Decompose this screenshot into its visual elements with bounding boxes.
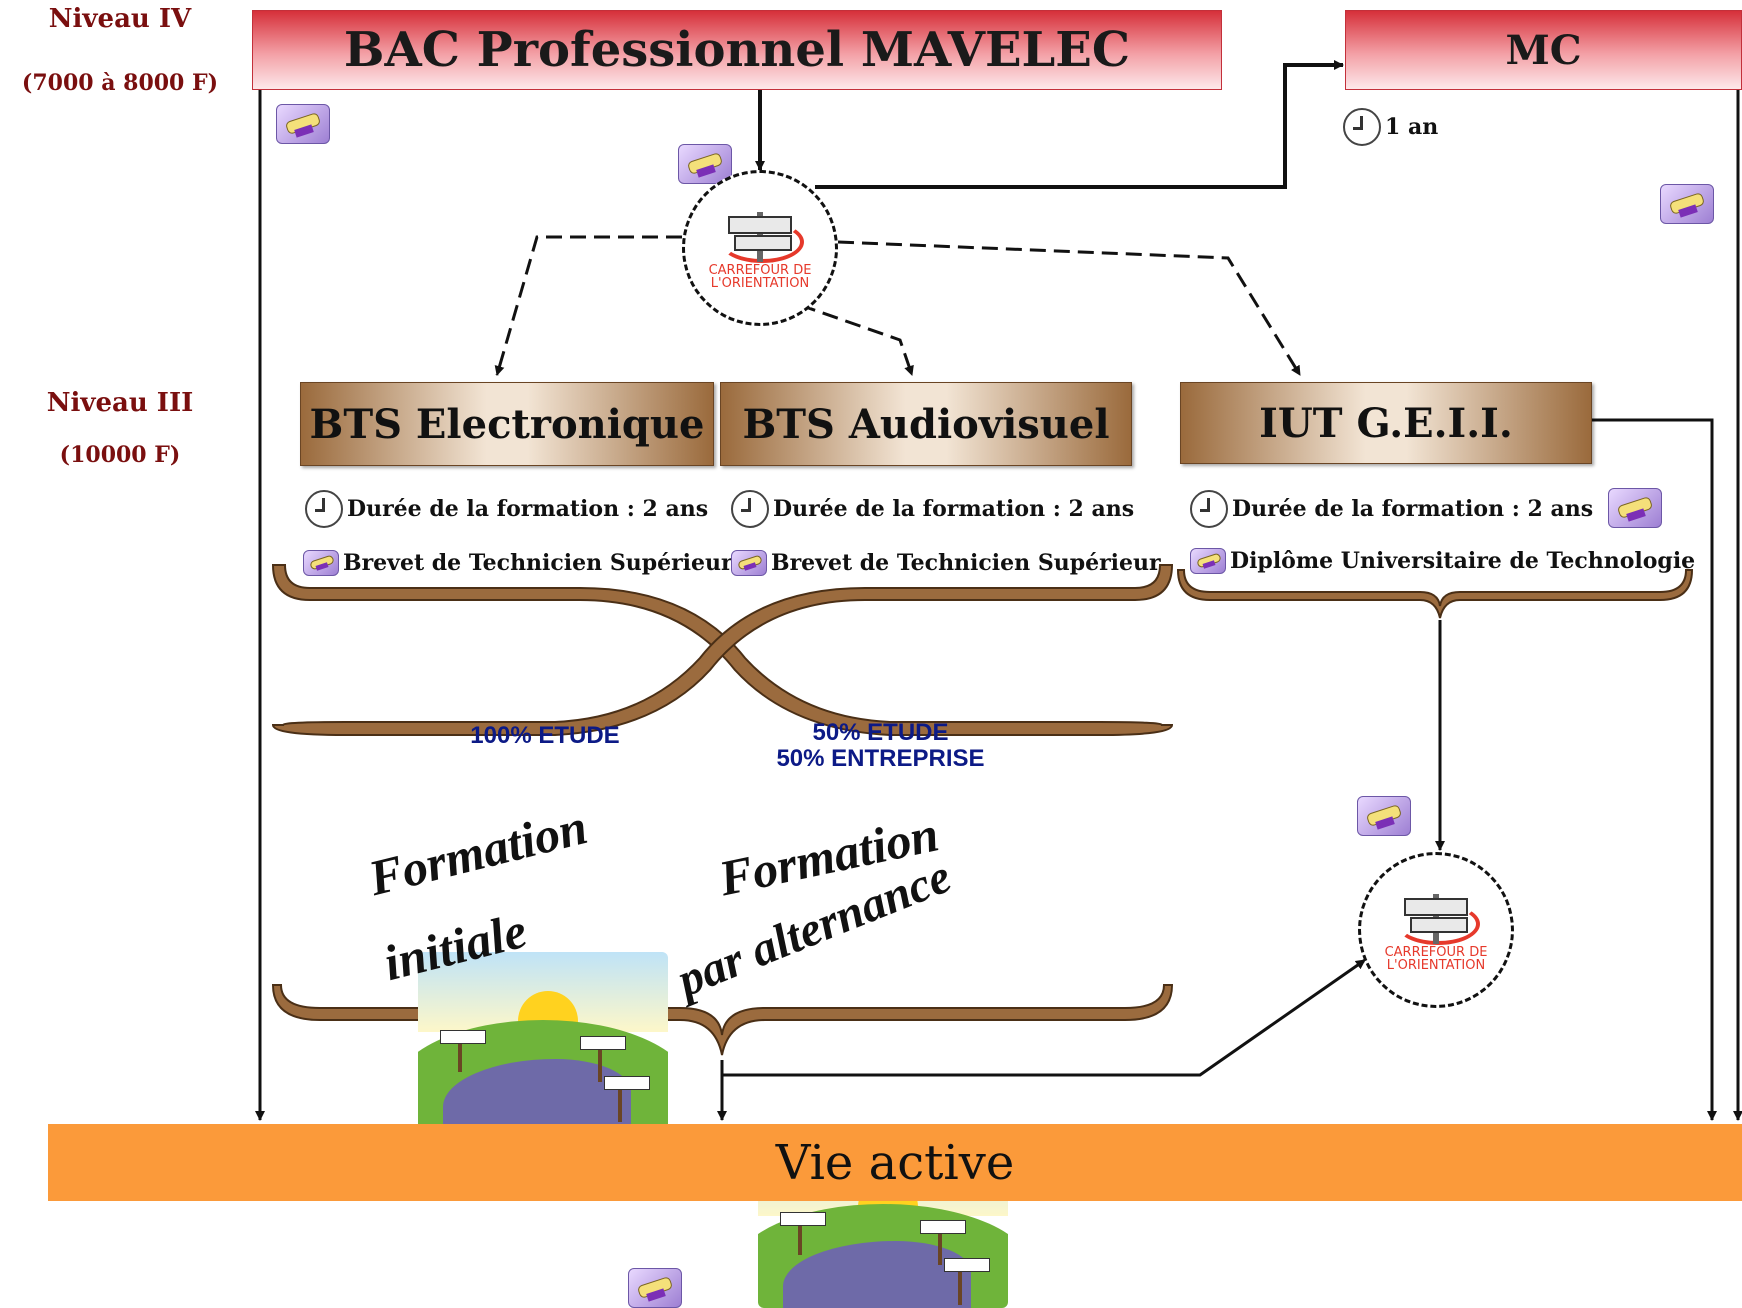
bts-elec-duration: Durée de la formation : 2 ans <box>305 490 708 528</box>
diploma-icon <box>1608 488 1662 528</box>
level-iv-salary: (7000 à 8000 F) <box>21 70 219 96</box>
diploma-icon <box>1660 184 1714 224</box>
clock-icon <box>305 490 343 528</box>
clock-icon <box>731 490 769 528</box>
bts-audio-duration: Durée de la formation : 2 ans <box>731 490 1134 528</box>
diploma-icon <box>303 550 339 576</box>
brace-bts-crossed <box>271 564 1174 736</box>
signpost-icon <box>1396 888 1480 946</box>
mc-box: MC <box>1345 10 1742 90</box>
dashed-carrefour-to-iut <box>837 240 1302 376</box>
level-iii-salary: (10000 F) <box>59 442 181 468</box>
carrefour-2-label-line1: CARREFOUR DE <box>1384 945 1488 960</box>
bts-audio-diploma-text: Brevet de Technicien Supérieur <box>771 550 1161 576</box>
diploma-icon <box>678 144 732 184</box>
formation-alternance-caption: 50% ETUDE 50% ENTREPRISE <box>748 720 1013 772</box>
iut-diploma-text: Diplôme Universitaire de Technologie <box>1230 548 1696 574</box>
diploma-icon <box>731 550 767 576</box>
bts-electronique-box: BTS Electronique <box>300 382 714 466</box>
brace-bts-bottom <box>271 984 1174 1056</box>
iut-duration-text: Durée de la formation : 2 ans <box>1232 496 1594 522</box>
signpost-icon <box>720 206 804 264</box>
clock-icon <box>1190 490 1228 528</box>
diploma-icon <box>276 104 330 144</box>
carrefour-label-line1: CARREFOUR DE <box>708 263 812 278</box>
bts-audio-duration-text: Durée de la formation : 2 ans <box>773 496 1135 522</box>
formation-initiale-caption: 100% ETUDE <box>470 722 620 749</box>
carrefour-2-label-line2: L'ORIENTATION <box>1386 958 1486 973</box>
level-iv-label: Niveau IV <box>48 4 192 34</box>
carrefour-orientation-2: CARREFOUR DE L'ORIENTATION <box>1358 852 1514 1008</box>
mc-duration-text: 1 an <box>1385 114 1439 140</box>
iut-geii-box: IUT G.E.I.I. <box>1180 382 1592 464</box>
bts-elec-duration-text: Durée de la formation : 2 ans <box>347 496 709 522</box>
carrefour-orientation-1: CARREFOUR DE L'ORIENTATION <box>682 170 838 326</box>
diploma-icon <box>1190 548 1226 574</box>
mc-duration: 1 an <box>1343 108 1438 146</box>
landscape-image-initiale <box>418 952 668 1130</box>
dashed-carrefour-to-bts-audiovisuel <box>799 303 914 376</box>
vie-active-box: Vie active <box>48 1124 1742 1201</box>
clock-icon <box>1343 108 1381 146</box>
formation-alternance-caption-2: 50% ENTREPRISE <box>776 745 985 772</box>
diploma-icon <box>1357 796 1411 836</box>
bts-elec-diploma-text: Brevet de Technicien Supérieur <box>343 550 733 576</box>
diploma-icon <box>628 1268 682 1308</box>
formation-alternance-caption-1: 50% ETUDE <box>812 719 949 746</box>
iut-duration: Durée de la formation : 2 ans <box>1190 490 1593 528</box>
arrow-carrefour-to-mc <box>815 60 1344 189</box>
level-iii-label: Niveau III <box>46 388 194 418</box>
arrow-iut-to-vie-active <box>1592 418 1717 1121</box>
brace-iut <box>1176 569 1694 619</box>
bts-audio-diploma: Brevet de Technicien Supérieur <box>731 550 1161 576</box>
arrow-bts-to-carrefour-2 <box>722 958 1366 1077</box>
carrefour-label-line2: L'ORIENTATION <box>710 276 810 291</box>
diagram-connectors <box>255 60 1742 1121</box>
bac-box: BAC Professionnel MAVELEC <box>252 10 1222 90</box>
bts-audiovisuel-box: BTS Audiovisuel <box>720 382 1132 466</box>
iut-diploma: Diplôme Universitaire de Technologie <box>1190 548 1695 574</box>
dashed-carrefour-to-bts-electronique <box>494 235 682 376</box>
bts-elec-diploma: Brevet de Technicien Supérieur <box>303 550 733 576</box>
